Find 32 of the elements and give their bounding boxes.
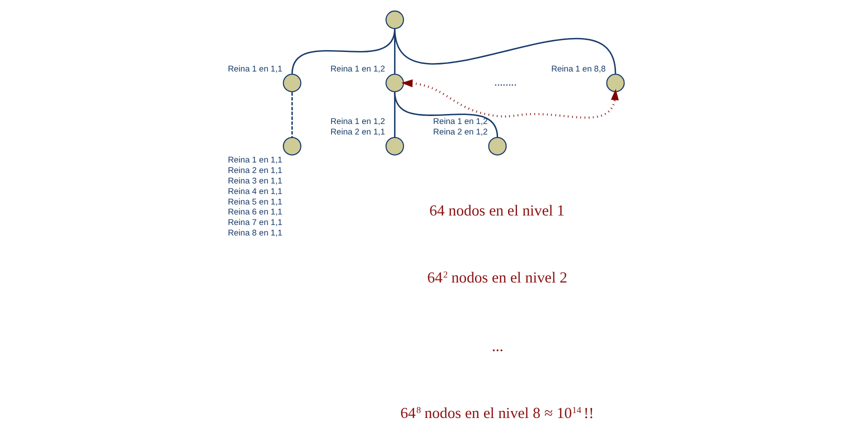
- node-label: Reina 1 en 1,1: [227, 64, 282, 74]
- connector: [290, 92, 292, 138]
- node-circle: [282, 136, 301, 156]
- label: ...: [491, 338, 503, 355]
- connector: [394, 92, 395, 138]
- label: 64$^{8}$ nodos en el nivel 8 ≈ 10$^{14}$ !!: [400, 404, 594, 422]
- node-label: Reina 3 en 1,1: [227, 175, 282, 186]
- label: 64 nodos en el nivel 1: [428, 202, 564, 220]
- node-label: Reina 1 en 1,2: [330, 116, 384, 126]
- label: 64$^{2}$ nodos en el nivel 2: [426, 269, 567, 286]
- node-label: Reina 1 en 1,2: [432, 116, 488, 126]
- node-label: Reina 6 en 1,1: [227, 206, 282, 217]
- connector: [394, 28, 616, 74]
- label: ........: [494, 76, 516, 89]
- node-circle: [385, 74, 404, 92]
- node-circle: [282, 74, 301, 92]
- node-label: Reina 8 en 1,1: [227, 228, 282, 238]
- node-label: Reina 2 en 1,1: [227, 164, 282, 175]
- node-label: Reina 2 en 1,2: [432, 126, 488, 136]
- node-circle: [385, 136, 404, 156]
- connector: [394, 92, 498, 138]
- node-label: Reina 1 en 1,1: [227, 154, 282, 164]
- arrow: [400, 79, 618, 119]
- node-circle: [488, 136, 506, 156]
- node-label: Reina 7 en 1,1: [227, 217, 282, 228]
- node-label: Reina 2 en 1,1: [330, 126, 384, 136]
- node-circle: [606, 74, 624, 92]
- node-label: Reina 5 en 1,1: [227, 196, 282, 206]
- node-label: Reina 1 en 8,8: [550, 64, 606, 74]
- node-label: Reina 4 en 1,1: [227, 186, 282, 196]
- node-circle: [385, 10, 404, 30]
- node-label: Reina 1 en 1,2: [330, 64, 384, 74]
